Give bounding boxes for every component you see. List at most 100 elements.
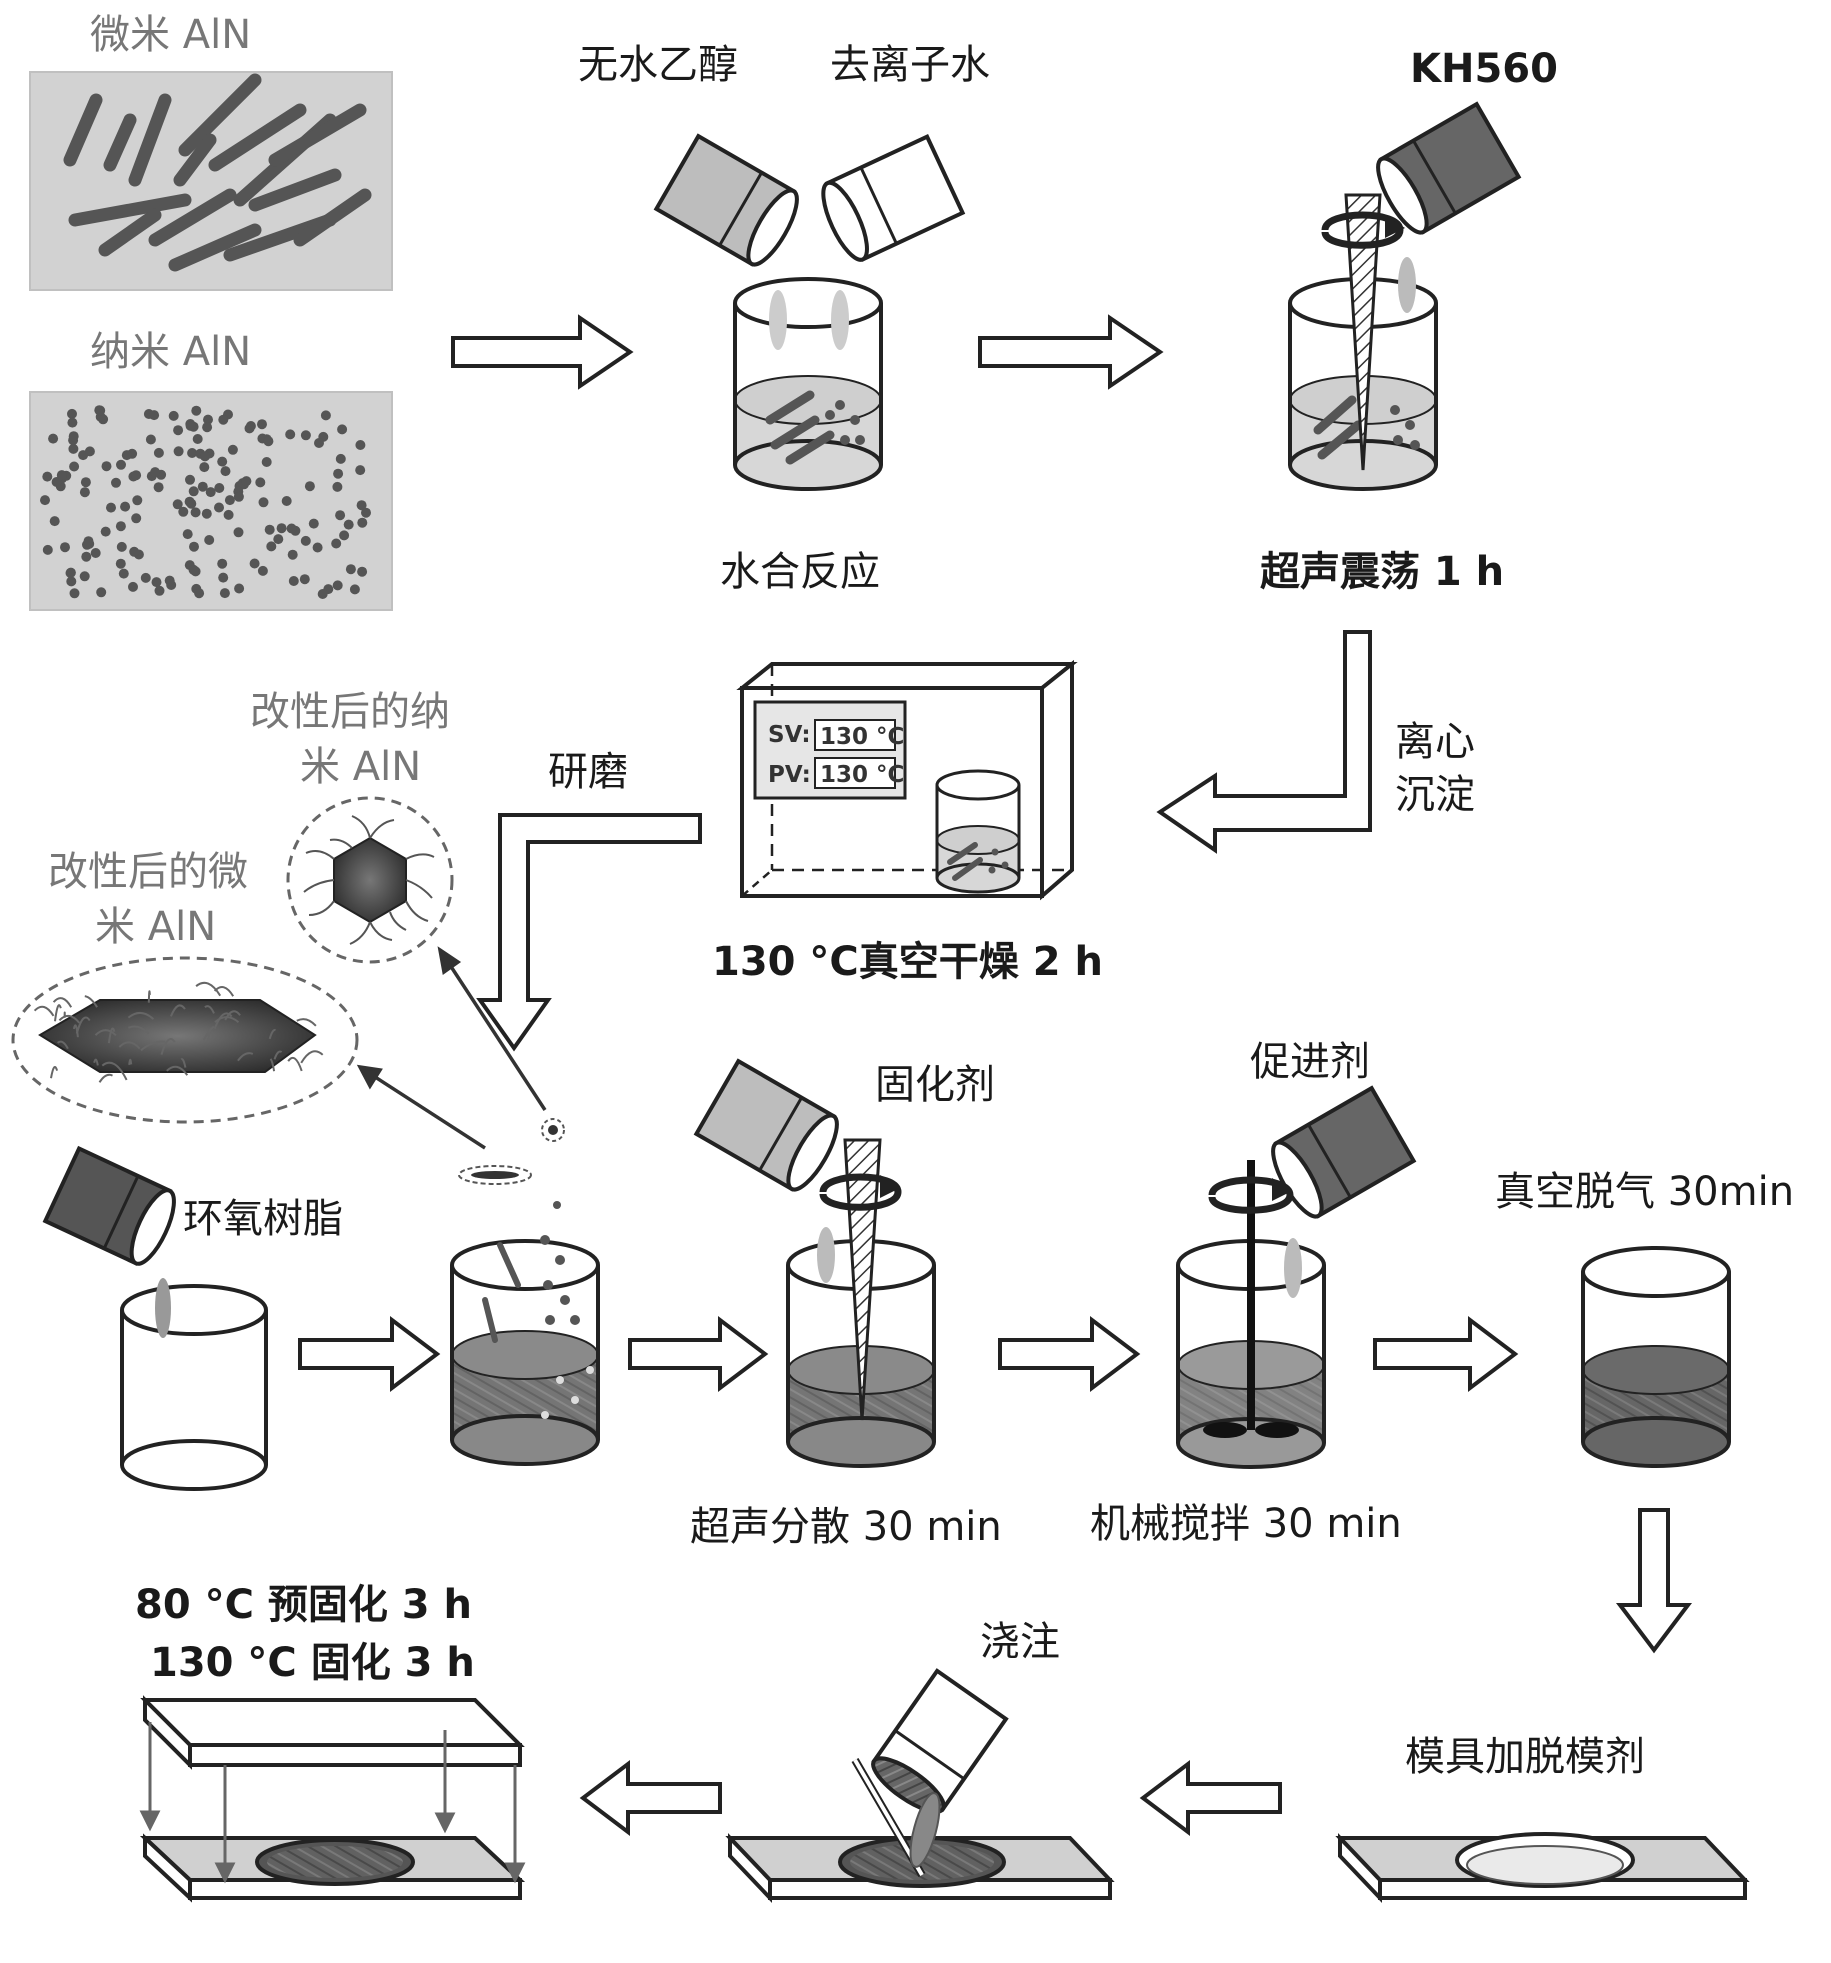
- nano-particle-dot: [339, 530, 350, 541]
- nano-particle-dot: [255, 477, 266, 488]
- surface-fiber: [213, 986, 235, 997]
- nano-particle-dot: [182, 529, 193, 540]
- nano-particle-dot: [69, 588, 80, 599]
- surface-fiber: [54, 1004, 62, 1022]
- surface-fiber: [268, 1029, 276, 1040]
- nano-particle-dot: [96, 587, 107, 598]
- nano-particle-dot: [145, 434, 156, 445]
- mod-micro-label-1: 改性后的微: [48, 849, 248, 895]
- nano-particle-dot: [300, 430, 311, 441]
- surface-fiber: [273, 1050, 283, 1060]
- surface-fiber: [107, 1027, 116, 1044]
- surface-fiber: [237, 1052, 254, 1062]
- ethanol-bottle: [653, 133, 799, 267]
- nano-particle-dot: [191, 405, 202, 416]
- surface-fiber: [128, 1058, 133, 1065]
- surface-fiber: [287, 1056, 303, 1072]
- curing-agent-label: 固化剂: [875, 1062, 995, 1108]
- nano-particle-dot: [214, 483, 225, 493]
- centrifuge-label-2: 沉淀: [1395, 772, 1475, 818]
- nano-particle-dot: [214, 502, 224, 513]
- vacuum-oven: SV: 130 °C PV: 130 °C: [736, 659, 1078, 901]
- arrow-right-4: [628, 1315, 769, 1393]
- precure-label: 80 °C 预固化 3 h: [135, 1582, 472, 1628]
- stir-label: 机械搅拌 30 min: [1090, 1501, 1402, 1547]
- surface-fiber: [84, 995, 98, 1008]
- nano-aln-panel: [29, 391, 393, 611]
- arrow-right-1: [451, 314, 634, 390]
- nano-particle-dot: [257, 419, 267, 430]
- nano-particle-dot: [173, 425, 184, 436]
- surface-fiber: [50, 1065, 59, 1079]
- degas-beaker: [1581, 1246, 1731, 1468]
- nano-particle-dot: [217, 456, 228, 467]
- modified-micro-particle: [11, 956, 359, 1124]
- water-bottle: [821, 134, 966, 262]
- nano-particle-dot: [224, 495, 235, 506]
- nano-particle-dot: [80, 477, 91, 488]
- nano-particle-dot: [314, 438, 324, 448]
- nano-particle-dot: [79, 571, 90, 582]
- nano-particle-dot: [288, 576, 299, 586]
- surface-fiber: [160, 1038, 176, 1055]
- nano-particle-dot: [81, 551, 92, 562]
- arrow-down-1: [1615, 1508, 1693, 1654]
- nano-particle-dot: [276, 523, 287, 534]
- curing-press: [139, 1695, 526, 1903]
- nano-particle-dot: [264, 524, 275, 535]
- arrow-right-3: [298, 1315, 441, 1393]
- grind-label: 研磨: [548, 749, 628, 795]
- nano-particle-dot: [67, 417, 78, 428]
- nano-particle-dot: [217, 558, 228, 569]
- nano-particle-dot: [83, 536, 94, 547]
- nano-particle-dot: [343, 519, 354, 530]
- surface-fiber: [52, 997, 73, 1008]
- nano-particle-dot: [153, 482, 164, 493]
- surface-fiber: [140, 1040, 166, 1052]
- nano-particle-dot: [304, 481, 315, 492]
- surface-fiber: [33, 1005, 55, 1017]
- dry-label: 130 °C真空干燥 2 h: [712, 939, 1103, 985]
- nano-particle-dot: [257, 565, 268, 576]
- nano-particle-dot: [90, 548, 101, 558]
- nano-particle-dot: [153, 447, 164, 458]
- nano-particle-dot: [67, 408, 77, 419]
- nano-particle-dot: [241, 476, 252, 487]
- mixed-beaker: [450, 1235, 600, 1466]
- pv-value: 130 °C: [820, 762, 904, 788]
- epoxy-label: 环氧树脂: [183, 1196, 343, 1242]
- nano-particle-dot: [79, 487, 90, 498]
- nano-particle-dot: [69, 461, 80, 472]
- nano-particle-dot: [185, 420, 196, 431]
- nano-particle-dot: [131, 470, 142, 481]
- surface-fiber: [94, 1029, 117, 1037]
- nano-particle-dot: [300, 535, 311, 546]
- surface-fiber: [180, 1058, 187, 1068]
- nano-particle-dot: [172, 499, 183, 510]
- nano-particle-dot: [128, 581, 138, 592]
- ethanol-label: 无水乙醇: [578, 42, 738, 88]
- nano-particle-dot: [263, 436, 274, 447]
- nano-particle-dot: [201, 508, 212, 519]
- nano-particle-dot: [203, 414, 213, 425]
- epoxy-beaker: [120, 1278, 268, 1491]
- nano-particle-dot: [48, 433, 59, 444]
- nano-particle-dot: [287, 549, 298, 560]
- nano-particle-dot: [129, 546, 140, 557]
- dispersion-beaker: [786, 1138, 936, 1468]
- epoxy-bottle: [42, 1145, 176, 1266]
- arrow-left-1: [1139, 1759, 1282, 1837]
- nano-particle-dot: [66, 576, 77, 587]
- nano-particle-dot: [233, 527, 244, 538]
- nano-particle-dot: [285, 429, 296, 440]
- nano-particle-dot: [335, 510, 346, 521]
- nano-particle-dot: [317, 589, 328, 599]
- nano-particle-dot: [249, 558, 260, 569]
- hydration-label: 水合反应: [720, 549, 880, 595]
- nano-particle-dot: [332, 580, 343, 591]
- nano-particle-dot: [150, 467, 161, 478]
- nano-aln-label: 纳米 AlN: [90, 329, 251, 375]
- nano-particle-dot: [101, 461, 112, 472]
- surface-fiber: [269, 1058, 276, 1072]
